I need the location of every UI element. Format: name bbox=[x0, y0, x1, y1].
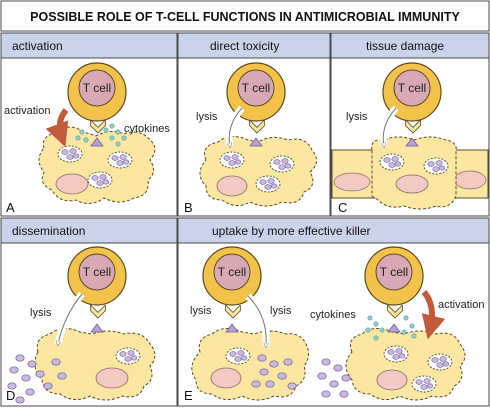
panel-e: uptake by more effective killer T cell l… bbox=[177, 217, 490, 407]
panel-letter-c: C bbox=[338, 200, 347, 215]
activation-arrow-a bbox=[45, 108, 69, 147]
label-cytokines-e: cytokines bbox=[310, 309, 356, 321]
label-lysis-e-right: lysis bbox=[270, 305, 292, 317]
panel-letter-d: D bbox=[6, 388, 15, 403]
nucleus-a bbox=[55, 173, 89, 195]
lysis-arrow-c bbox=[383, 107, 397, 146]
panel-letter-e: E bbox=[184, 388, 193, 403]
figure-title: POSSIBLE ROLE OF T-CELL FUNCTIONS IN ANT… bbox=[30, 10, 460, 24]
panel-a-header-bg bbox=[0, 32, 178, 59]
tcell-label-d: T cell bbox=[83, 265, 111, 279]
panel-c: tissue damage T cell lysis C bbox=[330, 32, 490, 217]
panel-c-header: tissue damage bbox=[366, 39, 444, 53]
lysis-arrow-b bbox=[229, 107, 243, 146]
tcell-label-b: T cell bbox=[242, 81, 270, 95]
lysis-arrow-d bbox=[58, 293, 83, 344]
panel-e-header: uptake by more effective killer bbox=[212, 224, 371, 238]
tcell-label-a: T cell bbox=[83, 81, 111, 95]
panel-b-header: direct toxicity bbox=[210, 39, 279, 53]
tcell-label-e-left: T cell bbox=[218, 265, 246, 279]
panel-b: direct toxicity T cell lysis B bbox=[177, 32, 331, 217]
label-lysis-b: lysis bbox=[196, 111, 218, 123]
title-bar bbox=[0, 0, 490, 32]
label-activation-e: activation bbox=[438, 299, 484, 311]
panel-d-header: dissemination bbox=[12, 224, 85, 238]
panel-a-header: activation bbox=[12, 39, 63, 53]
panel-letter-b: B bbox=[184, 200, 193, 215]
panel-letter-a: A bbox=[6, 200, 15, 215]
panel-a: activation T cell activation cytokines A bbox=[0, 32, 178, 217]
label-cytokines-a: cytokines bbox=[124, 123, 170, 135]
label-lysis-d: lysis bbox=[30, 307, 52, 319]
tcell-label-c: T cell bbox=[398, 81, 426, 95]
activation-arrow-e bbox=[421, 290, 446, 340]
tcell-label-e-right: T cell bbox=[380, 265, 408, 279]
label-activation-a: activation bbox=[4, 105, 50, 117]
lysis-arrow-e-right bbox=[247, 295, 266, 346]
panel-d: dissemination T cell lysis D bbox=[0, 217, 178, 407]
label-lysis-e-left: lysis bbox=[190, 305, 212, 317]
apc-cell-b bbox=[199, 136, 317, 207]
label-lysis-c: lysis bbox=[346, 111, 368, 123]
